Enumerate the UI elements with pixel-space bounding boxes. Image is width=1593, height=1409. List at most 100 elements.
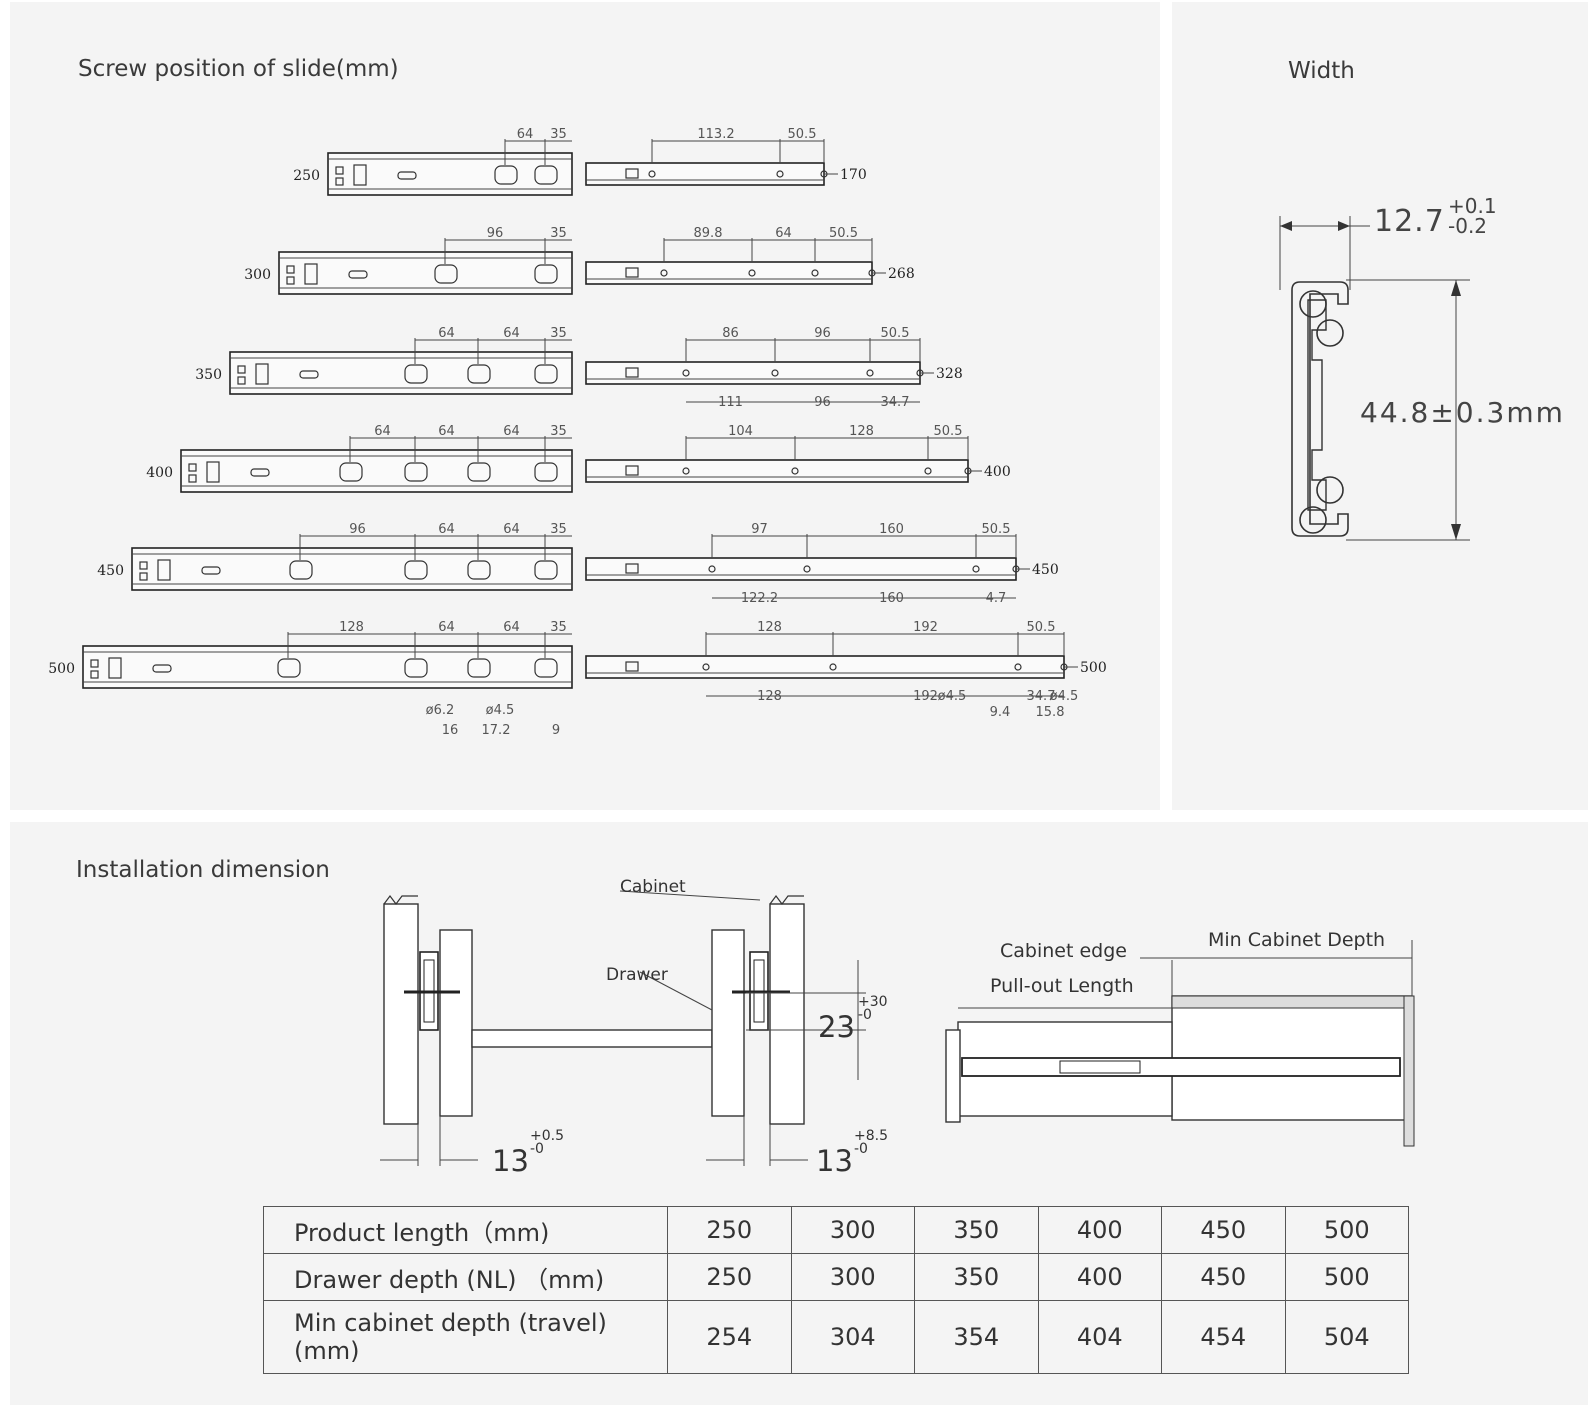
elongated-hole (397, 171, 417, 180)
table-cell: 250 (667, 1206, 792, 1254)
drawer-label: Drawer (606, 965, 668, 985)
table-cell: 404 (1037, 1300, 1162, 1374)
width-tol-minus: -0.2 (1448, 214, 1488, 238)
mounting-slot (534, 462, 558, 482)
mounting-slot (534, 364, 558, 384)
dimension-label: 50.5 (934, 424, 963, 439)
square-hole (237, 365, 246, 374)
dimension-label: 128 (339, 620, 364, 635)
slide-outer-rail (278, 251, 573, 295)
slide-length-label: 300 (244, 267, 271, 283)
dimension-label: 50.5 (829, 226, 858, 241)
screw-section-title: Screw position of slide(mm) (78, 56, 399, 82)
dimension-label: 96 (349, 522, 366, 537)
mounting-slot (434, 264, 458, 284)
gap-tol-plus: +30 (858, 994, 888, 1010)
dimension-label: 35 (550, 424, 567, 439)
screw-hole (648, 170, 656, 178)
dimension-label: 64 (775, 226, 792, 241)
table-cell: 300 (790, 1253, 915, 1301)
elongated-hole (201, 566, 221, 575)
square-hole (237, 376, 246, 385)
dimension-label: 35 (550, 326, 567, 341)
end-length-label: 268 (888, 266, 915, 282)
end-length-label: 500 (1080, 660, 1107, 676)
square-hole (188, 474, 197, 483)
hook-slot (353, 164, 367, 186)
dimension-label: 128 (849, 424, 874, 439)
width-panel (1172, 2, 1588, 810)
dimension-label: 111 (718, 395, 743, 410)
dimension-label: 96 (814, 326, 831, 341)
mounting-slot (404, 462, 428, 482)
dimension-label: 64 (517, 127, 534, 142)
dimension-label: 113.2 (697, 127, 734, 142)
screw-hole (708, 565, 716, 573)
mounting-slot (467, 364, 491, 384)
square-hole (90, 659, 99, 668)
end-length-label: 170 (840, 167, 867, 183)
square-hole (139, 561, 148, 570)
table-cell: 450 (1161, 1206, 1286, 1254)
mounting-slot (467, 462, 491, 482)
table-cell: 254 (667, 1300, 792, 1374)
detail-dimension-label: 9 (552, 723, 560, 738)
gap-tol-minus: -0 (858, 1007, 872, 1023)
square-hole (625, 563, 639, 574)
slide-outer-rail (327, 152, 573, 196)
install-section-title: Installation dimension (76, 857, 330, 883)
min-cabinet-depth-label: Min Cabinet Depth (1208, 929, 1386, 951)
width-section-title: Width (1288, 58, 1355, 84)
square-hole (625, 661, 639, 672)
slide-length-label: 500 (48, 661, 75, 677)
table-cell: 400 (1037, 1206, 1162, 1254)
detail-dimension-label: 16 (442, 723, 459, 738)
hook-slot (157, 559, 171, 581)
left-clear-plus: +0.5 (530, 1128, 564, 1144)
square-hole (335, 177, 344, 186)
mounting-slot (404, 560, 428, 580)
slide-length-label: 250 (293, 168, 320, 184)
elongated-hole (299, 370, 319, 379)
dimension-label: 35 (550, 620, 567, 635)
dimension-label: 35 (550, 127, 567, 142)
spec-table: Product length（mm) 250 300 350 400 450 5… (263, 1206, 1409, 1374)
dimension-label: 89.8 (694, 226, 723, 241)
end-length-label: 400 (984, 464, 1011, 480)
screw-hole (791, 467, 799, 475)
hook-slot (108, 657, 122, 679)
square-hole (188, 463, 197, 472)
mounting-slot (534, 264, 558, 284)
dimension-label: 35 (550, 226, 567, 241)
slide-outer-rail (131, 547, 573, 591)
detail-dimension-label: 9.4 (990, 705, 1011, 720)
screw-hole (1014, 663, 1022, 671)
dimension-label: 192 (913, 689, 938, 704)
hole-diameter-label: ø4.5 (938, 689, 967, 704)
table-cell: 300 (790, 1206, 915, 1254)
dimension-label: 64 (503, 522, 520, 537)
dimension-label: 122.2 (741, 591, 778, 606)
width-tolerance: +0.1 -0.2 (1448, 196, 1497, 236)
table-cell: 500 (1284, 1253, 1409, 1301)
screw-hole (866, 369, 874, 377)
screw-hole (771, 369, 779, 377)
detail-dimension-label: 17.2 (482, 723, 511, 738)
screw-hole (803, 565, 811, 573)
dimension-label: 160 (879, 522, 904, 537)
mounting-slot (277, 658, 301, 678)
dimension-label: 64 (438, 424, 455, 439)
square-hole (625, 465, 639, 476)
right-clear-plus: +8.5 (854, 1128, 888, 1144)
dimension-label: 64 (503, 424, 520, 439)
right-clear-minus: -0 (854, 1141, 868, 1157)
gap-value: 23 (818, 1010, 855, 1044)
hole-diameter-label: ø4.5 (486, 703, 515, 718)
right-clearance: 13 (816, 1144, 853, 1178)
dimension-label: 34.7 (881, 395, 910, 410)
mounting-slot (467, 560, 491, 580)
square-hole (90, 670, 99, 679)
cabinet-label: Cabinet (620, 877, 686, 897)
table-row: Drawer depth (NL) （mm) 250 300 350 400 4… (263, 1253, 1409, 1301)
table-cell: 504 (1284, 1300, 1409, 1374)
